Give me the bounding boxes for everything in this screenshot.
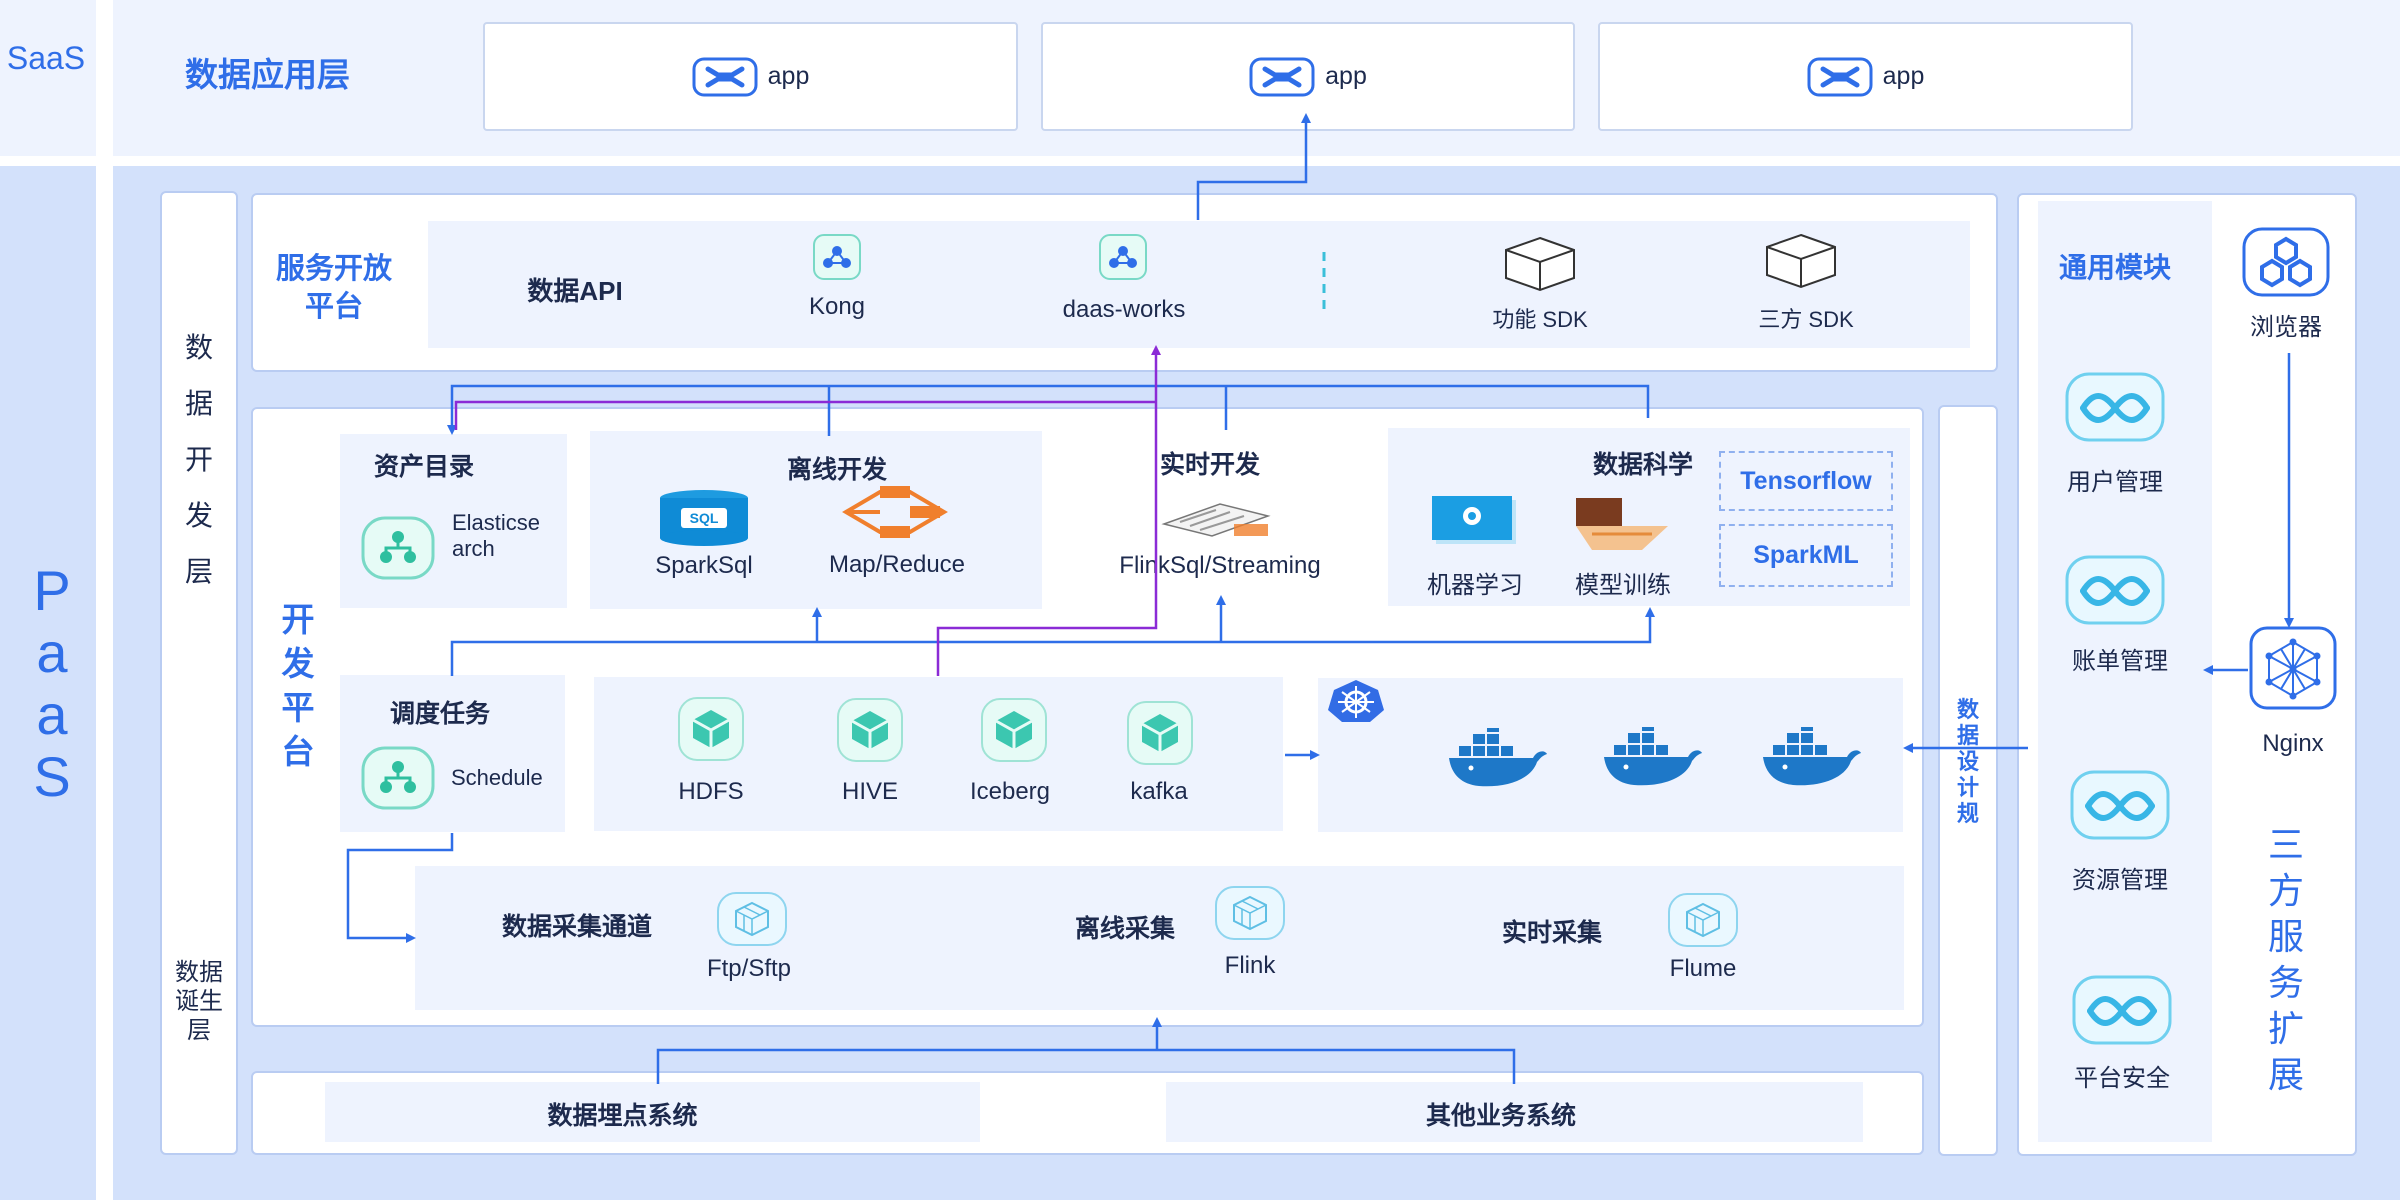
column-divider bbox=[96, 0, 113, 1200]
browser-label: 浏览器 bbox=[2250, 314, 2322, 341]
elasticsearch-icon bbox=[360, 515, 436, 581]
app-icon bbox=[1249, 57, 1315, 96]
data-api-label: 数据API bbox=[527, 276, 623, 306]
dev-layer-label: 数据开发层 bbox=[184, 332, 213, 587]
billing-mgmt-icon bbox=[2065, 555, 2165, 625]
app-label: app bbox=[1882, 62, 1925, 90]
nginx-label: Nginx bbox=[2262, 730, 2324, 757]
flume-label: Flume bbox=[1669, 955, 1737, 982]
other-system-label: 其他业务系统 bbox=[1425, 1102, 1576, 1130]
saas-label: SaaS bbox=[6, 40, 86, 76]
ftp-label: Ftp/Sftp bbox=[706, 955, 792, 982]
iceberg-label: Iceberg bbox=[969, 778, 1051, 805]
app-box-3[interactable]: app bbox=[1598, 22, 2133, 131]
iceberg-icon bbox=[980, 697, 1048, 763]
kubernetes-icon bbox=[1322, 678, 1390, 724]
collect-subpanel bbox=[415, 866, 1904, 1010]
module-label: 用户管理 bbox=[2067, 469, 2163, 496]
hive-icon bbox=[836, 697, 904, 763]
kafka-label: kafka bbox=[1130, 778, 1188, 805]
flink-label: Flink bbox=[1224, 952, 1276, 979]
resource-mgmt-icon bbox=[2070, 770, 2170, 840]
data-layer-column bbox=[160, 191, 238, 1155]
science-title: 数据科学 bbox=[1592, 451, 1693, 479]
module-label: 资源管理 bbox=[2072, 867, 2168, 894]
app-icon bbox=[692, 57, 758, 96]
flume-icon bbox=[1667, 892, 1739, 948]
app-box-2[interactable]: app bbox=[1041, 22, 1575, 131]
collect-title: 数据采集通道 bbox=[501, 913, 652, 941]
kong-label: Kong bbox=[808, 293, 866, 320]
app-layer-title: 数据应用层 bbox=[185, 56, 350, 93]
docker-icon bbox=[1759, 727, 1863, 789]
tensorflow-box: Tensorflow bbox=[1719, 451, 1893, 511]
design-label: 数据设计规 bbox=[1956, 697, 1979, 826]
model-training-icon bbox=[1572, 494, 1672, 554]
birth-layer-label: 数据诞生层 bbox=[175, 959, 223, 1044]
nginx-icon bbox=[2249, 626, 2337, 710]
flink-icon bbox=[1214, 885, 1286, 941]
tracking-system-label: 数据埋点系统 bbox=[547, 1102, 698, 1130]
dev-platform-title: 开发平台 bbox=[281, 601, 315, 770]
other-subpanel bbox=[1166, 1082, 1863, 1142]
tracking-subpanel bbox=[325, 1082, 980, 1142]
realtime-title: 实时开发 bbox=[1159, 451, 1260, 479]
browser-icon bbox=[2242, 227, 2330, 297]
train-label: 模型训练 bbox=[1575, 572, 1671, 599]
sparksql-label: SparkSql bbox=[655, 552, 753, 579]
platform-security-icon bbox=[2072, 975, 2172, 1045]
third-party-title: 三方服务扩展 bbox=[2267, 824, 2304, 1095]
hive-label: HIVE bbox=[841, 778, 898, 805]
func-sdk-label: 功能 SDK bbox=[1492, 307, 1588, 332]
app-box-1[interactable]: app bbox=[483, 22, 1018, 131]
third-sdk-label: 三方 SDK bbox=[1758, 307, 1854, 332]
app-label: app bbox=[1325, 62, 1367, 90]
daas-icon bbox=[1098, 233, 1148, 281]
user-mgmt-icon bbox=[2065, 372, 2165, 442]
hdfs-label: HDFS bbox=[678, 778, 744, 805]
docker-icon bbox=[1445, 728, 1549, 790]
asset-title: 资产目录 bbox=[373, 453, 474, 481]
svg-text:SQL: SQL bbox=[690, 510, 719, 526]
sql-database-icon: SQL bbox=[657, 488, 751, 548]
kafka-icon bbox=[1126, 700, 1194, 766]
module-label: 平台安全 bbox=[2074, 1065, 2170, 1092]
offline-collect-title: 离线采集 bbox=[1074, 915, 1175, 943]
module-label: 账单管理 bbox=[2072, 648, 2168, 675]
elasticsearch-label: Elasticsearch bbox=[452, 510, 541, 561]
hdfs-icon bbox=[677, 696, 745, 762]
docker-icon bbox=[1600, 727, 1704, 789]
flinksql-label: FlinkSql/Streaming bbox=[1119, 552, 1321, 579]
streaming-icon bbox=[1160, 500, 1272, 540]
band-divider bbox=[0, 156, 2400, 166]
common-module-title: 通用模块 bbox=[2058, 252, 2171, 283]
ml-label: 机器学习 bbox=[1427, 572, 1523, 599]
app-label: app bbox=[767, 62, 810, 90]
service-title: 服务开放平台 bbox=[275, 253, 392, 323]
kong-icon bbox=[812, 233, 862, 281]
app-icon bbox=[1807, 57, 1873, 96]
schedule-icon bbox=[360, 745, 436, 811]
design-column bbox=[1938, 405, 1998, 1156]
schedule-label: Schedule bbox=[451, 765, 543, 790]
service-subpanel bbox=[428, 221, 1970, 348]
realtime-collect-title: 实时采集 bbox=[1501, 919, 1602, 947]
sparkml-box: SparkML bbox=[1719, 524, 1893, 587]
daas-label: daas-works bbox=[1062, 296, 1186, 323]
mapreduce-icon bbox=[840, 484, 950, 540]
offline-title: 离线开发 bbox=[786, 456, 887, 484]
mapreduce-label: Map/Reduce bbox=[828, 551, 966, 578]
cube-icon bbox=[1500, 234, 1580, 294]
ftp-icon bbox=[716, 891, 788, 947]
machine-learning-icon bbox=[1428, 494, 1520, 546]
cube-icon bbox=[1761, 231, 1841, 291]
schedule-title: 调度任务 bbox=[389, 700, 490, 728]
